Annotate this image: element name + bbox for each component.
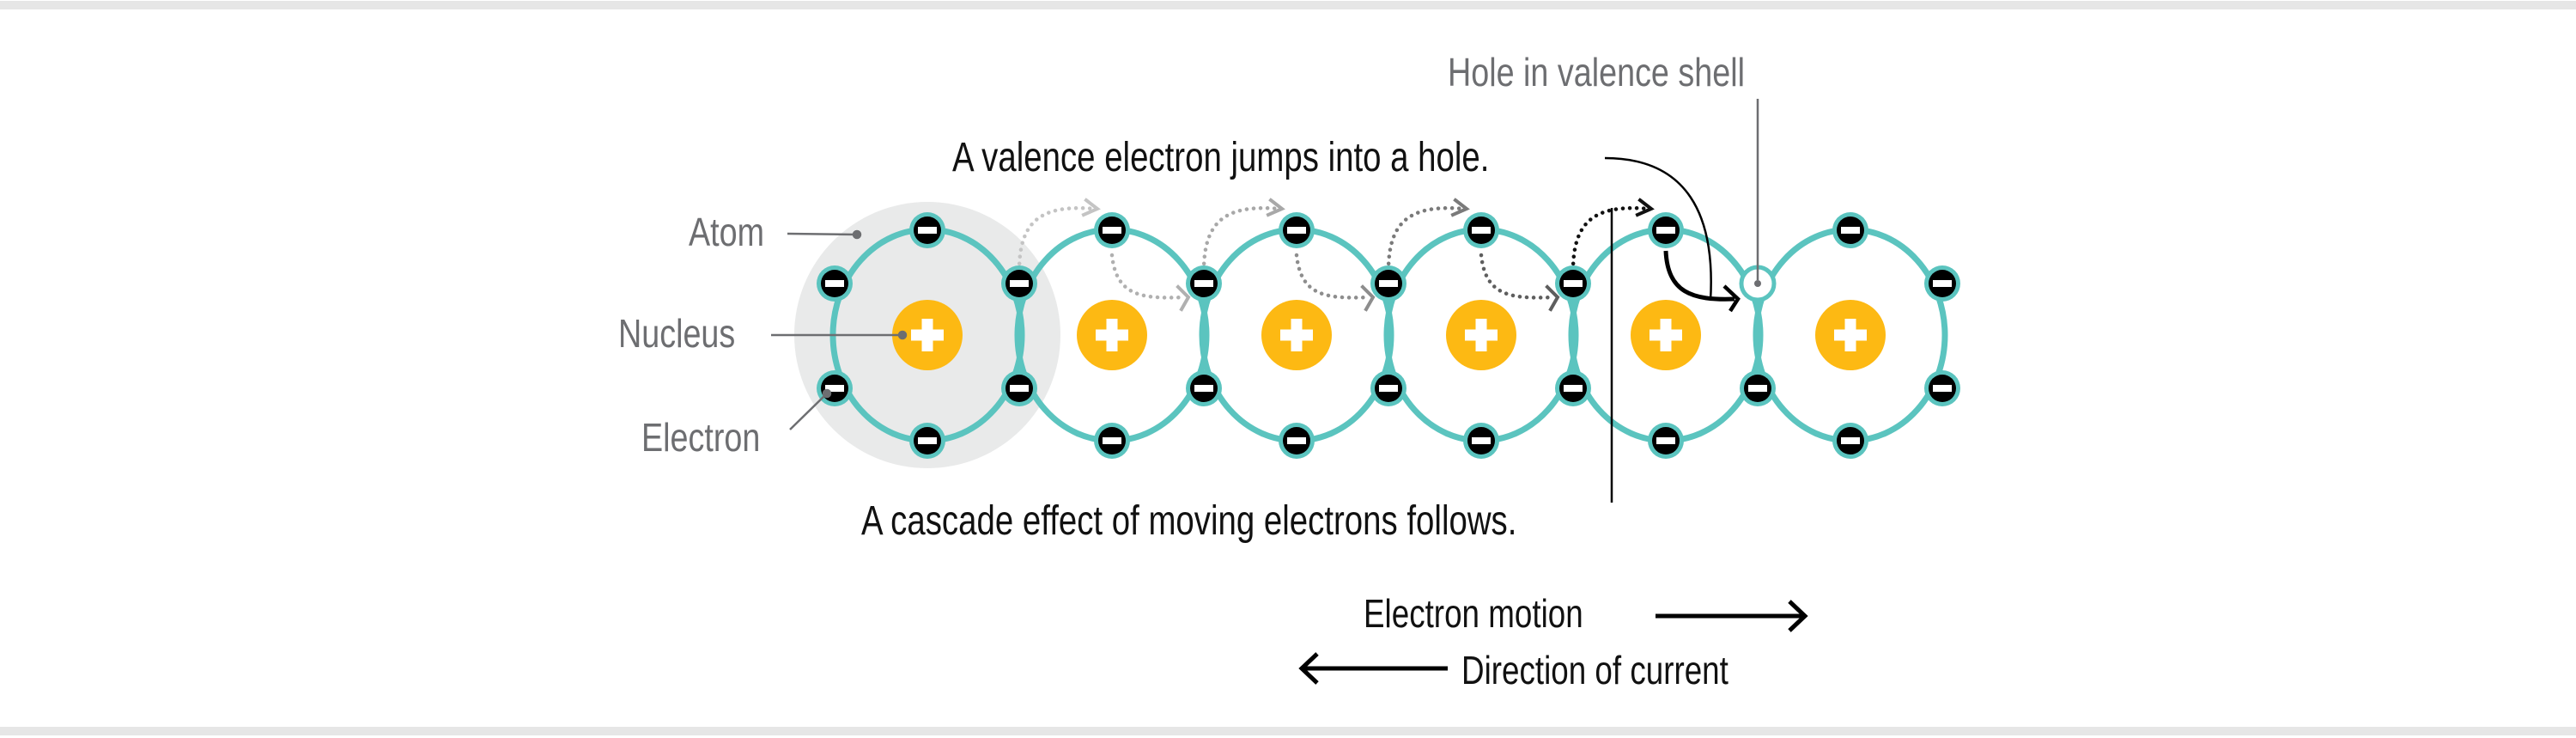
electron-leader: [789, 393, 828, 430]
leader-lines: [771, 99, 1759, 430]
nucleus-label: Nucleus: [618, 311, 736, 356]
electron-icon: [1463, 212, 1499, 248]
jump-leader: [1604, 156, 1712, 302]
cascade-caption: A cascade effect of moving electrons fol…: [861, 498, 1517, 544]
electron-icon: [1001, 370, 1037, 406]
electron-icon: [1094, 212, 1130, 248]
electron-icon: [817, 370, 853, 406]
top-rule: [0, 1, 2576, 9]
electron-icon: [1648, 212, 1684, 248]
nucleus-icon: [1815, 300, 1886, 370]
electron-icon: [909, 212, 945, 248]
electron-icon: [1370, 265, 1406, 302]
current-direction-label: Direction of current: [1461, 648, 1728, 692]
electron-icon: [1186, 265, 1222, 302]
electron-icon: [1832, 212, 1868, 248]
cascade-arrows: [1017, 205, 1651, 300]
nucleus-icon: [1631, 300, 1701, 370]
electron-icon: [1186, 370, 1222, 406]
hole-label: Hole in valence shell: [1448, 50, 1745, 95]
electron-icon: [1463, 423, 1499, 459]
electron-label: Electron: [641, 415, 761, 460]
electron-icon: [1370, 370, 1406, 406]
electron-icon: [1648, 423, 1684, 459]
atom-label: Atom: [689, 210, 765, 254]
electron-icon: [1001, 265, 1037, 302]
nucleus-icon: [1261, 300, 1332, 370]
jump-arrow: [1663, 250, 1741, 313]
electron-icon: [1555, 265, 1591, 302]
electron-icon: [1279, 423, 1315, 459]
atom-leader: [787, 232, 858, 236]
electron-icon: [1279, 212, 1315, 248]
electron-icon: [1094, 423, 1130, 459]
electron-motion-label: Electron motion: [1364, 591, 1583, 636]
electron-icon: [1924, 370, 1960, 406]
nucleus-icon: [1077, 300, 1147, 370]
electron-icon: [1740, 370, 1776, 406]
electron-icon: [909, 423, 945, 459]
electron-icon: [817, 265, 853, 302]
cascade-arrowheads: [1081, 198, 1655, 312]
nucleus-icon: [1446, 300, 1516, 370]
jump-caption: A valence electron jumps into a hole.: [952, 135, 1490, 180]
electron-icon: [1555, 370, 1591, 406]
electron-icon: [1924, 265, 1960, 302]
bottom-rule: [0, 727, 2576, 735]
callout-lines: [1604, 156, 1712, 503]
electron-icon: [1832, 423, 1868, 459]
legend-arrows: [1298, 600, 1808, 685]
